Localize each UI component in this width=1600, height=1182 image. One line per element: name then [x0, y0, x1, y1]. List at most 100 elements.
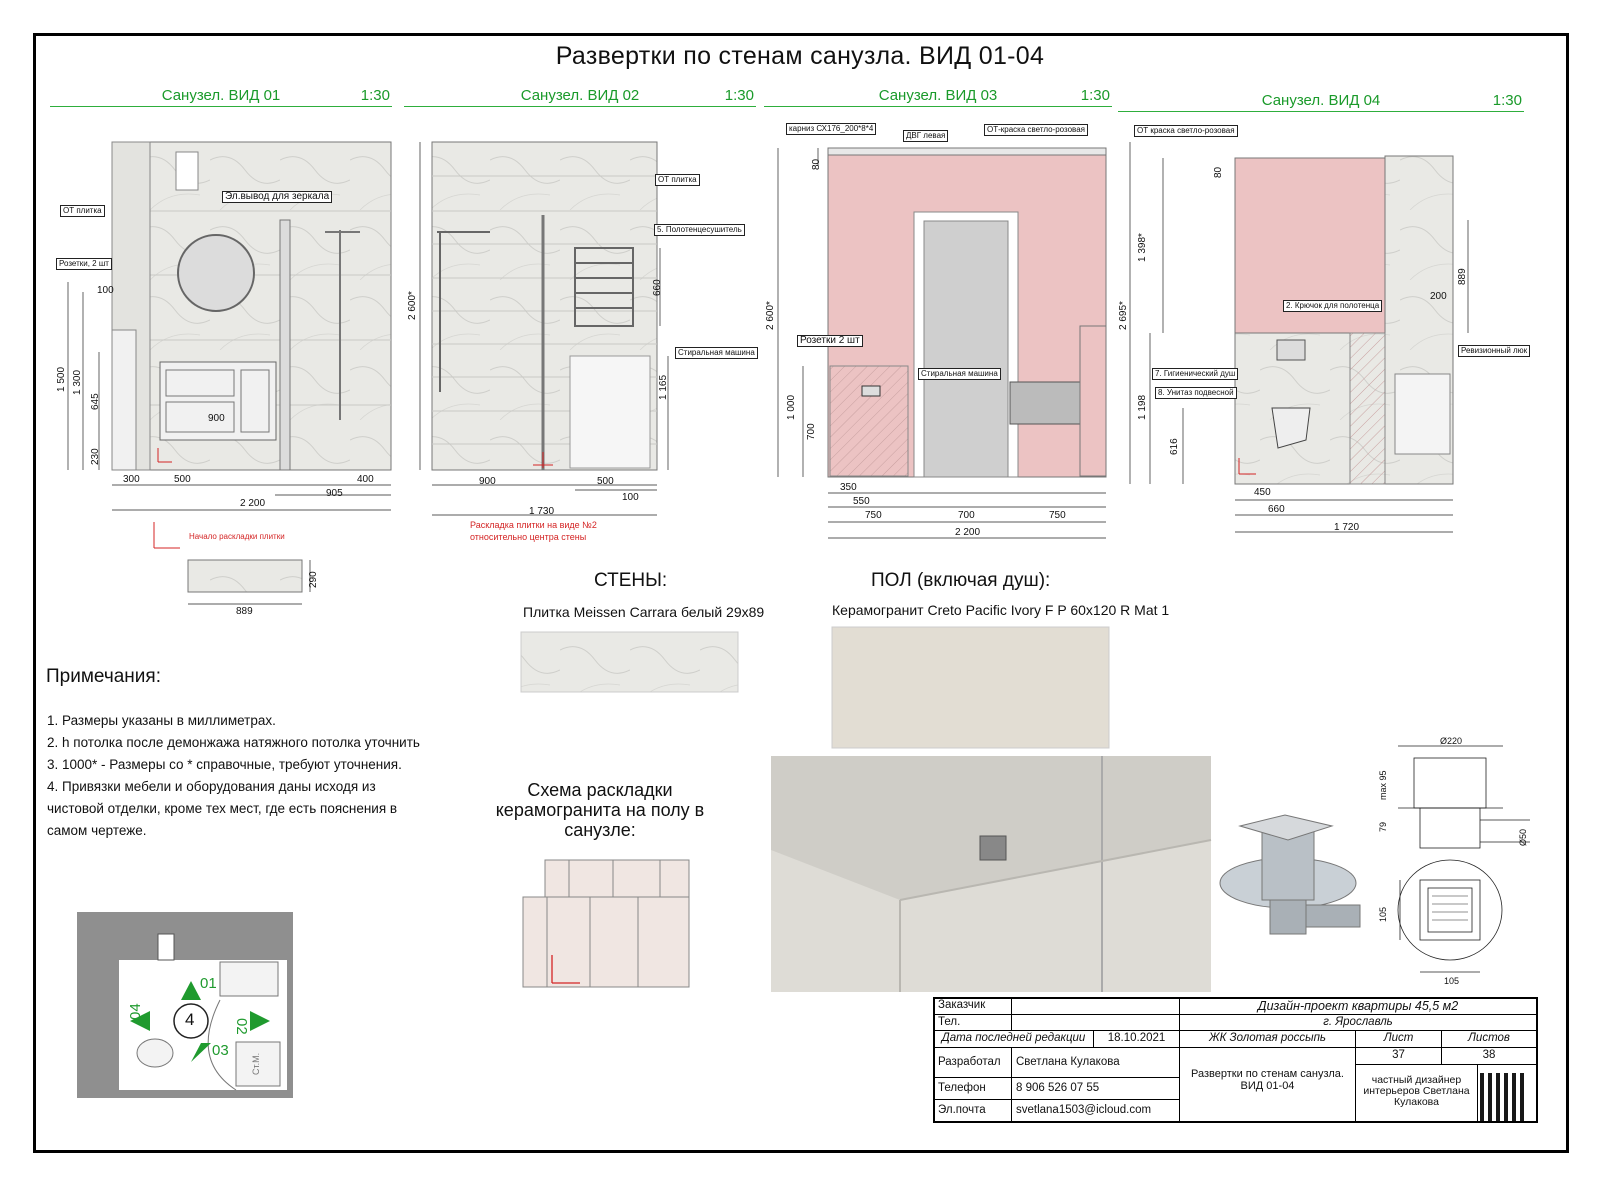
label-washing-machine: Стиральная машина [675, 347, 758, 359]
dim-label: 1 300 [72, 369, 83, 395]
note-item: 4. Привязки мебели и оборудования даны и… [47, 779, 398, 838]
drain-dim: max 95 [1378, 770, 1388, 800]
label-washing-machine: Стиральная машина [918, 368, 1001, 380]
dim-label: 80 [1213, 166, 1224, 178]
floor-material: Керамогранит Creto Pacific Ivory F P 60x… [832, 602, 1170, 618]
sheet-title: Развертки по стенам санузла. ВИД 01-04 [555, 42, 1045, 70]
stamp-author-label: Разработал [934, 1048, 1012, 1078]
dim-label: 1 198 [1137, 394, 1148, 420]
drain-dim: Ø50 [1518, 828, 1528, 846]
dim-label: 350 [840, 482, 857, 493]
stamp-last-edit-date: 18.10.2021 [1094, 1031, 1180, 1048]
plan-marker-03: 03 [212, 1042, 229, 1059]
stamp-customer-label: Заказчик [934, 998, 1012, 1015]
stamp-email-label: Эл.почта [934, 1100, 1012, 1122]
stamp-sheet-number: 37 [1356, 1048, 1442, 1065]
floor-layout-scheme [522, 859, 690, 988]
elevation-view-02 [419, 141, 669, 516]
note-item: 2. h потолка после демонжажа натяжного п… [47, 735, 420, 750]
floor-scheme-heading: Схема раскладки керамогранита на полу в … [495, 780, 705, 840]
walls-heading: СТЕНЫ: [594, 570, 668, 591]
label-towel-hook: 2. Крючок для полотенца [1283, 300, 1383, 312]
view-scale: 1:30 [1492, 92, 1522, 109]
stamp-city: г. Ярославль [1180, 1015, 1537, 1031]
view-name: Санузел. ВИД 02 [520, 87, 640, 104]
stamp-sheet-title: Развертки по стенам санузла. ВИД 01-04 [1180, 1048, 1356, 1122]
plan-room-number: 4 [185, 1010, 195, 1029]
stamp-phone-short-label: Тел. [934, 1015, 1012, 1031]
dim-label: 2 695* [1118, 301, 1129, 330]
plan-fixture-label: Ст.М. [251, 1052, 261, 1075]
dim-label: 1 165 [658, 374, 669, 400]
note-item: 1. Размеры указаны в миллиметрах. [47, 713, 276, 728]
elevation-view-03 [777, 147, 1107, 539]
drawing-sheet-border [33, 33, 1569, 1153]
dim-label: 750 [865, 510, 882, 521]
dim-label: 660 [652, 279, 663, 296]
stamp-phone-label: Телефон [934, 1078, 1012, 1100]
dim-label: 100 [622, 492, 639, 503]
note-item: 3. 1000* - Размеры со * справочные, треб… [47, 757, 402, 772]
drain-dim: Ø220 [1440, 736, 1463, 746]
tile-layout-note-1: Раскладка плитки на виде №2 [470, 520, 597, 530]
shower-floor-photo [771, 756, 1212, 992]
label-access-hatch: Ревизионный люк [1458, 345, 1531, 357]
title-block: Заказчик Дизайн-проект квартиры 45,5 м2 … [934, 998, 1539, 1122]
dim-label: 2 200 [240, 498, 266, 509]
stamp-complex: ЖК Золотая россыпь [1180, 1031, 1356, 1048]
view-scale: 1:30 [1080, 87, 1110, 104]
dim-label: 700 [806, 423, 817, 440]
dim-label: 500 [174, 474, 191, 485]
bathroom-plan [77, 912, 293, 1098]
plan-marker-01: 01 [200, 975, 217, 992]
dim-label: 905 [326, 488, 343, 499]
label-pink-paint: ОТ краска светло-розовая [1134, 125, 1238, 137]
stamp-sheet-label: Лист [1356, 1031, 1442, 1048]
label-wall-toilet: 8. Унитаз подвесной [1155, 387, 1237, 399]
dim-label: 750 [1049, 510, 1066, 521]
dim-label: 2 200 [955, 527, 981, 538]
dim-label: 550 [853, 496, 870, 507]
view-name: Санузел. ВИД 01 [161, 87, 281, 104]
label-sockets: Розетки 2 шт [797, 335, 863, 347]
stamp-author: Светлана Кулакова [1012, 1048, 1180, 1078]
view-header-01: Санузел. ВИД 01 1:30 [50, 84, 392, 107]
dim-label: 2 600* [407, 291, 418, 320]
dim-label: 1 500 [56, 366, 67, 392]
plan-marker-02: 02 [233, 1018, 250, 1035]
dim-label: 1 000 [786, 394, 797, 420]
stamp-phone: 8 906 526 07 55 [1012, 1078, 1180, 1100]
label-hygienic-shower: 7. Гигиенический душ [1152, 368, 1239, 380]
drain-dim: 105 [1378, 906, 1388, 922]
dim-label: 300 [123, 474, 140, 485]
dim-label: 889 [1457, 268, 1468, 285]
label-pink-paint: ОТ-краска светло-розовая [984, 124, 1088, 136]
dim-label: 645 [90, 393, 101, 410]
dim-label: 450 [1254, 487, 1271, 498]
tile-sample [187, 559, 303, 593]
label-curtain-rail: карниз СХ176_200*8*4 [786, 123, 877, 135]
label-sockets: Розетки, 2 шт [56, 258, 112, 270]
stamp-sheets-count: 38 [1442, 1048, 1537, 1065]
drain-dim: 105 [1444, 976, 1460, 986]
view-scale: 1:30 [360, 87, 390, 104]
dim-label: 1 398* [1137, 233, 1148, 262]
stamp-phone-short-value [1012, 1015, 1180, 1031]
stamp-project: Дизайн-проект квартиры 45,5 м2 [1180, 998, 1537, 1015]
stamp-last-edit-label: Дата последней редакции [934, 1031, 1094, 1048]
floor-tile-swatch [831, 626, 1110, 749]
label-mirror-outlet: Эл.вывод для зеркала [222, 191, 333, 203]
elevation-view-04 [1129, 142, 1469, 533]
dim-label: 900 [479, 476, 496, 487]
dim-label: 1 720 [1334, 522, 1360, 533]
label-finish-tile: ОТ плитка [60, 205, 105, 217]
dim-label: 900 [208, 413, 225, 424]
qr-code [1480, 1073, 1528, 1121]
tile-start-note: Начало раскладки плитки [189, 532, 285, 541]
dim-label: 660 [1268, 504, 1285, 515]
stamp-sheets-label: Листов [1442, 1031, 1537, 1048]
